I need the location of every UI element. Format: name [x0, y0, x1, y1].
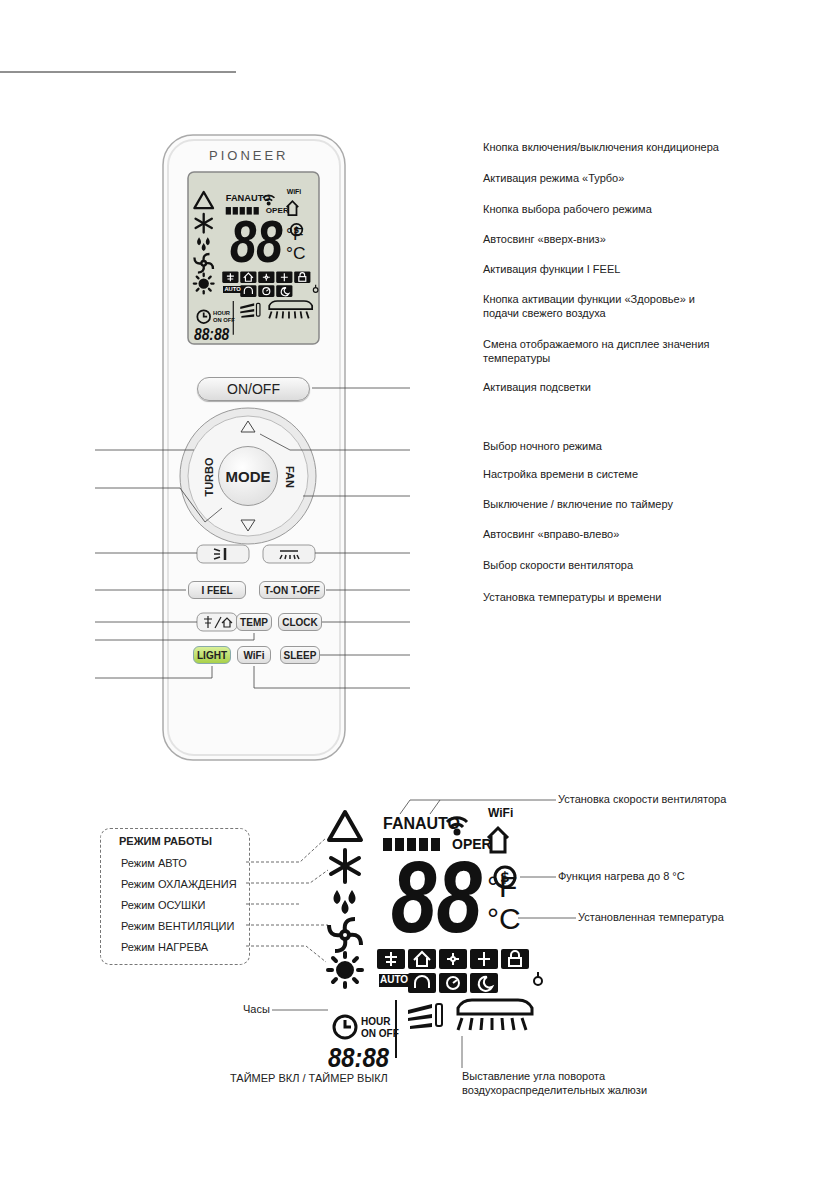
button-label: SLEEP — [284, 650, 317, 661]
lcd-text: °C — [487, 900, 521, 938]
button-label: WiFi — [243, 650, 264, 661]
button-label: FAN — [284, 466, 296, 488]
temp-button: TEMP — [236, 613, 272, 631]
button-label: TEMP — [240, 617, 268, 628]
callout-text: Кнопка активации функции «Здоровье» и по… — [483, 293, 733, 321]
lcd-text: WiFi — [287, 188, 302, 197]
callout-text: Функция нагрева до 8 °С — [558, 870, 685, 884]
brand-name: PIONEER — [209, 148, 289, 164]
sleep-button: SLEEP — [280, 646, 321, 664]
lcd-text: FAN — [226, 193, 245, 205]
on-off-button: ON/OFF — [197, 377, 310, 401]
button-label: Режим ВЕНТИЛЯЦИИ — [121, 916, 234, 937]
callout-text: Установленная температура — [578, 911, 724, 925]
turbo-button: TURBO — [198, 448, 220, 506]
lcd-text: AUTO — [223, 286, 241, 293]
callout-text: Выставление угла поворота воздухораспред… — [462, 1070, 672, 1098]
lcd-text: HOUR — [213, 310, 230, 317]
button-label: T-ON T-OFF — [264, 585, 320, 596]
callout-text: Выбор скорости вентилятора — [483, 559, 633, 573]
callout-text: Автосвинг «вправо-влево» — [483, 528, 619, 542]
button-label: Режим ОСУШКИ — [121, 895, 206, 916]
callout-text: Часы — [243, 1003, 270, 1017]
light-button: LIGHT — [193, 646, 231, 664]
button-label: MODE — [226, 468, 271, 485]
mode-button: MODE — [218, 446, 278, 506]
callout-text: Установка скорости вентилятора — [558, 793, 726, 807]
lcd-text: WiFi — [488, 806, 513, 821]
lcd-text: ON OFF — [361, 1028, 399, 1041]
box-heading: РЕЖИМ РАБОТЫ — [119, 833, 212, 849]
lcd-text: 88 — [230, 212, 283, 271]
button-label: I FEEL — [201, 585, 232, 596]
clock-button: CLOCK — [278, 613, 322, 631]
ifeel-button: I FEEL — [188, 581, 246, 599]
mode-legend-box: РЕЖИМ РАБОТЫРежим АВТОРежим ОХЛАЖДЕНИЯРе… — [100, 828, 250, 965]
lcd-text: °F — [487, 868, 517, 906]
lcd-text: FAN — [383, 814, 415, 834]
button-label: CLOCK — [282, 617, 318, 628]
lcd-text: °C — [286, 243, 306, 265]
callout-text: Настройка времени в системе — [483, 468, 638, 482]
button-label: Режим НАГРЕВА — [121, 937, 208, 958]
callout-text: Выбор ночного режима — [483, 440, 602, 454]
callout-text: ТАЙМЕР ВКЛ / ТАЙМЕР ВЫКЛ — [230, 1072, 388, 1086]
callout-text: Активация режима «Турбо» — [483, 172, 624, 186]
button-label: TURBO — [203, 457, 215, 496]
callout-text: Установка температуры и времени — [483, 591, 662, 605]
callout-text: Автосвинг «вверх-вниз» — [483, 233, 606, 247]
fan-button: FAN — [279, 458, 301, 496]
callout-text: Смена отображаемого на дисплее значения … — [483, 338, 733, 366]
timer-button: T-ON T-OFF — [259, 581, 325, 599]
lcd-text: ON OFF — [213, 317, 235, 324]
lcd-text: 88:88 — [328, 1040, 389, 1075]
button-label: ON/OFF — [227, 381, 280, 397]
lcd-text: AUTO — [379, 974, 409, 987]
callout-text: Кнопка включения/выключения кондиционера — [483, 141, 719, 155]
callout-text: Активация функции I FEEL — [483, 263, 620, 277]
lcd-text: °F — [286, 224, 304, 246]
button-label: Режим АВТО — [121, 853, 187, 874]
lcd-text: 88 — [391, 846, 482, 948]
wifi-button: WiFi — [237, 646, 271, 664]
button-label: LIGHT — [197, 650, 227, 661]
callout-text: Выключение / включение по таймеру — [483, 498, 673, 512]
lcd-text: HOUR — [361, 1016, 390, 1029]
lcd-text: AUTO — [244, 193, 270, 205]
callout-text: Активация подсветки — [483, 381, 591, 395]
lcd-text: 88:88 — [194, 324, 229, 344]
lcd-text: AUTO — [415, 814, 460, 834]
button-label: Режим ОХЛАЖДЕНИЯ — [121, 874, 237, 895]
callout-text: Кнопка выбора рабочего режима — [483, 203, 652, 217]
